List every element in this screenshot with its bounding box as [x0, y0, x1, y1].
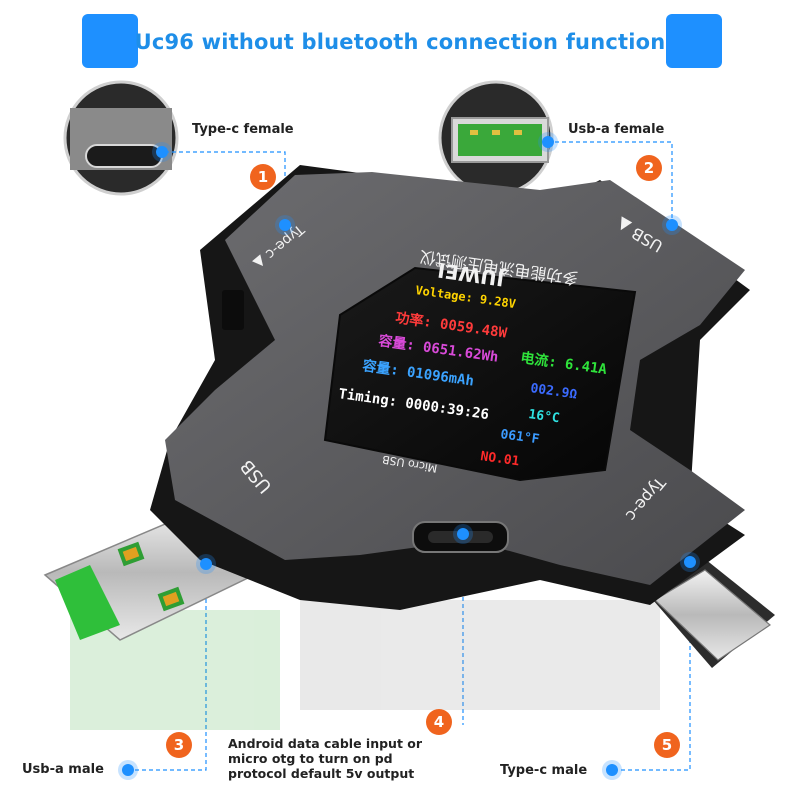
callout-dot-5b	[606, 764, 618, 776]
page-title: Uc96 without bluetooth connection functi…	[134, 30, 666, 54]
label-usb-a-male: Usb-a male	[22, 762, 104, 777]
callout-marker-2: 2	[636, 155, 662, 181]
label-android-cable-note: Android data cable input or micro otg to…	[228, 736, 423, 781]
device-reflection	[70, 600, 660, 730]
screen-group: NO.01	[479, 449, 520, 469]
label-usb-a-female: Usb-a female	[568, 122, 665, 137]
callout-marker-5: 5	[654, 732, 680, 758]
callout-dot-2	[542, 136, 554, 148]
screen-temp-c: 16°C	[527, 407, 560, 426]
banner-right-block	[666, 14, 722, 68]
callout-marker-3: 3	[166, 732, 192, 758]
label-type-c-female: Type-c female	[192, 122, 294, 137]
banner-left-block	[82, 14, 138, 68]
callout-marker-4: 4	[426, 709, 452, 735]
callout-marker-1: 1	[250, 164, 276, 190]
screen-resistance: 002.9Ω	[529, 381, 578, 402]
callout-dot-3	[200, 558, 212, 570]
callout-dot-2b	[666, 219, 678, 231]
callout-dot-3b	[122, 764, 134, 776]
callout-dot-4	[457, 528, 469, 540]
callout-dot-1b	[279, 219, 291, 231]
device-screen	[323, 266, 637, 482]
callout-dot-1	[156, 146, 168, 158]
label-type-c-male: Type-c male	[500, 763, 588, 778]
callout-dot-5	[684, 556, 696, 568]
zoom-usba-female	[438, 80, 554, 196]
side-button[interactable]	[222, 290, 244, 330]
zoom-typec-female	[63, 80, 179, 196]
screen-temp-f: 061°F	[499, 427, 540, 447]
